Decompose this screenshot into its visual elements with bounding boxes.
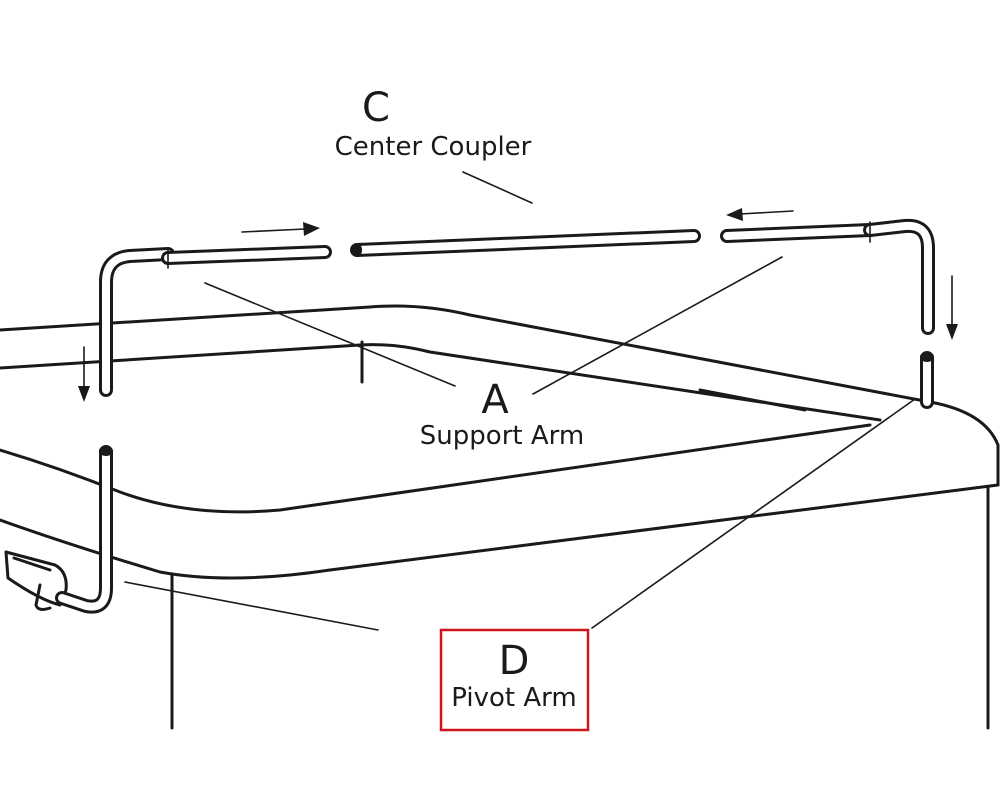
arrow-left (726, 208, 794, 221)
support-arm-right (720, 218, 935, 335)
bin-lid (0, 304, 1000, 580)
arrow-down-left (78, 346, 90, 402)
pivot-arm-right (920, 351, 934, 409)
arrow-down-right (946, 275, 958, 340)
arrow-right (241, 222, 320, 236)
label-support-arm: A Support Arm (420, 377, 584, 451)
label-center-coupler: C Center Coupler (335, 85, 532, 162)
pivot-arm-name: Pivot Arm (451, 683, 576, 713)
center-coupler-letter: C (362, 85, 390, 131)
pivot-arm-letter: D (499, 638, 530, 684)
label-pivot-arm: D Pivot Arm (439, 628, 590, 732)
support-arm-left (99, 245, 332, 397)
center-coupler (350, 229, 701, 257)
center-coupler-name: Center Coupler (335, 132, 532, 162)
support-arm-letter: A (481, 377, 509, 423)
bin-body (170, 486, 990, 730)
pivot-arm-left (55, 445, 113, 614)
support-arm-name: Support Arm (420, 421, 584, 451)
pivot-arm-highlight-box (439, 628, 590, 732)
leader-lines (124, 171, 916, 631)
